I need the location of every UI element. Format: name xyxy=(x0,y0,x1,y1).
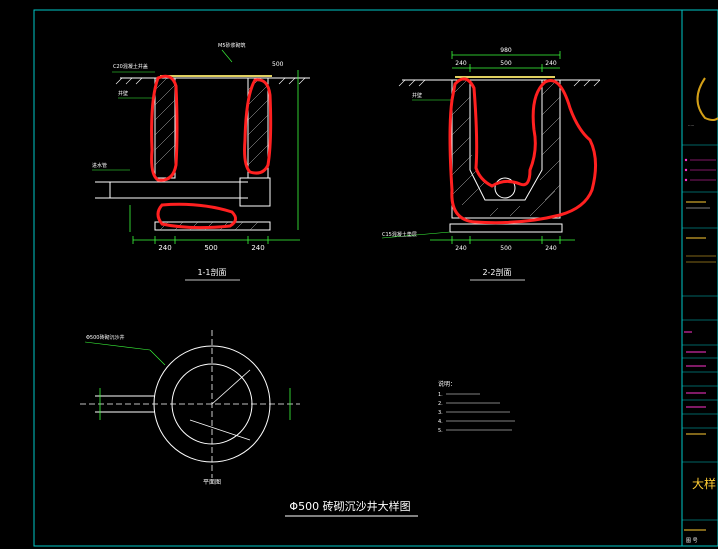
dim-2-2-c: 240 xyxy=(545,60,557,67)
title-block-name: 大样 xyxy=(692,476,716,491)
company-logo xyxy=(696,77,718,121)
callout-mortar: M5砂浆砌筑 xyxy=(218,42,246,49)
section-2-2: 980 240 500 240 240 500 240 井壁 C15混凝土垫层 … xyxy=(381,47,601,281)
markup-right-wall xyxy=(243,78,273,175)
title-block: ····· 大样 图 号 xyxy=(682,77,718,544)
callout-wall: 井壁 xyxy=(118,90,128,97)
notes: 说明： 1. 2. 3. 4. 5. xyxy=(438,380,515,434)
dim-1-1-a: 240 xyxy=(158,244,171,252)
callout-cushion: C15混凝土垫层 xyxy=(382,231,417,238)
plan-label: 平面图 xyxy=(203,479,221,486)
callout-plan: Φ500砖砌沉沙井 xyxy=(86,334,124,341)
dim-1-1-b: 500 xyxy=(204,244,217,252)
note-2: 2. xyxy=(438,401,443,407)
dim-2-2-b: 500 xyxy=(500,60,512,67)
drawing-frame-outer xyxy=(33,9,718,547)
note-5: 5. xyxy=(438,428,443,434)
section-2-2-label: 2-2剖面 xyxy=(482,267,511,277)
dim-1-1-top: 500 xyxy=(272,61,284,68)
dim-2-2-total: 980 xyxy=(500,47,512,54)
markup-left-wall xyxy=(150,74,179,182)
dim-2-2-bottom-c: 240 xyxy=(545,245,557,252)
drawing-title: Φ500 砖砌沉沙井大样图 xyxy=(289,499,410,513)
dim-2-2-bottom-a: 240 xyxy=(455,245,467,252)
base-slab xyxy=(154,221,271,231)
outlet-pipe xyxy=(494,177,516,199)
dim-2-2-bottom-b: 500 xyxy=(500,245,512,252)
left-wall xyxy=(154,77,176,179)
dim-2-2-a: 240 xyxy=(455,60,467,67)
markup-2-2 xyxy=(448,77,597,225)
sheet-number-label: 图 号 xyxy=(686,538,698,544)
logo-text: ····· xyxy=(688,123,694,128)
notes-heading: 说明： xyxy=(438,380,456,388)
section-1-1-label: 1-1剖面 xyxy=(197,267,226,277)
markup-base xyxy=(156,202,237,230)
cushion-2 xyxy=(449,223,563,233)
dim-1-1-c: 240 xyxy=(251,244,264,252)
note-4: 4. xyxy=(438,419,443,425)
callout-cover: C20混凝土井盖 xyxy=(113,63,148,70)
note-1: 1. xyxy=(438,392,443,398)
plan-view: Φ500砖砌沉沙井 平面图 xyxy=(80,330,300,486)
note-3: 3. xyxy=(438,410,443,416)
callout-pipe: 进水管 xyxy=(92,162,107,169)
callout-wall-2: 井壁 xyxy=(412,92,422,99)
section-1-1: 240 500 240 500 C20混凝土井盖 井壁 M5砂浆砌筑 进水管 1… xyxy=(92,42,310,281)
